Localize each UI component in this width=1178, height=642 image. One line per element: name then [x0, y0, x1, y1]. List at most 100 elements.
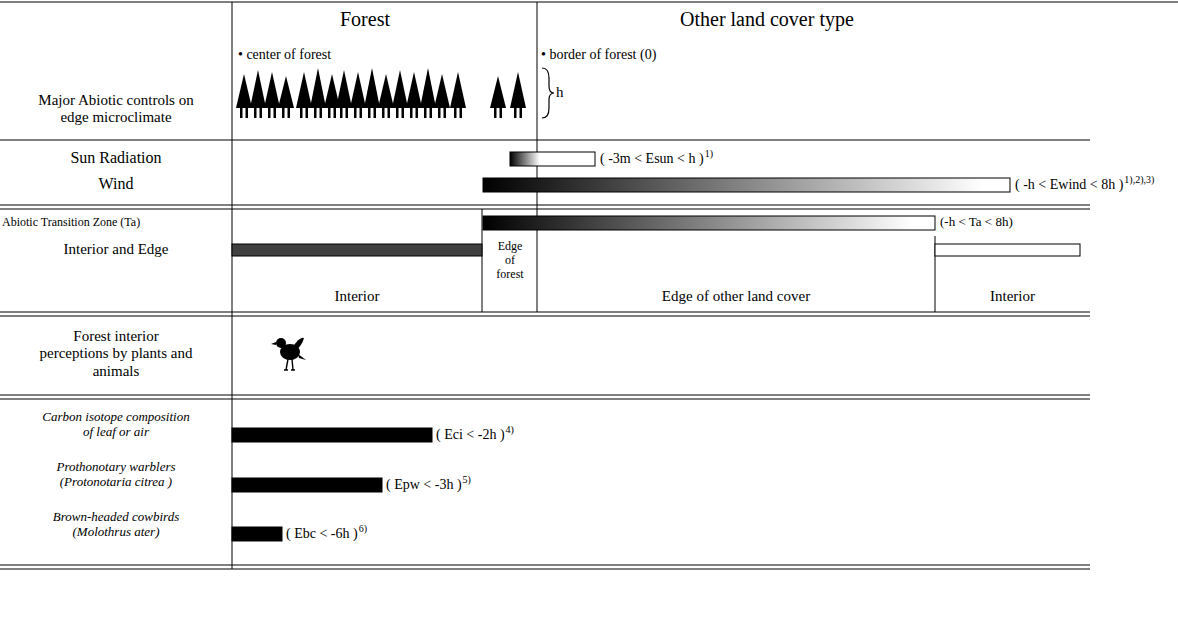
extent-bar — [232, 478, 382, 492]
tree-crown — [264, 72, 280, 108]
tree-trunk — [334, 108, 337, 118]
height-brace — [542, 68, 554, 118]
dimension-label: h — [556, 84, 564, 101]
tree-trunk — [254, 108, 257, 118]
bird-icon — [271, 338, 306, 370]
tree-trunk — [288, 108, 291, 118]
table-columns — [232, 2, 935, 569]
extent-bar — [232, 527, 282, 541]
tree-trunk — [346, 108, 349, 118]
zone-label: Edge of other land cover — [537, 288, 935, 305]
position-note: • center of forest — [238, 47, 331, 63]
tree-trunk — [430, 108, 433, 118]
table-rule — [0, 205, 1090, 206]
range-label: ( -3m < Esun < h ) — [600, 151, 704, 167]
tree-trunk — [282, 108, 285, 118]
tree-trunk — [382, 108, 385, 118]
species-label: Prothonotary warblers (Protonotaria citr… — [37, 460, 195, 490]
zone-label: Edge of forest — [493, 240, 527, 281]
row-heading: Major Abiotic controls on edge microclim… — [30, 92, 202, 127]
tree-trunk — [246, 108, 249, 118]
tree-trunk — [360, 108, 363, 118]
tree-crown — [434, 74, 450, 108]
tree-trunk — [460, 108, 463, 118]
tree-crown — [450, 72, 466, 108]
tree-trunk — [274, 108, 277, 118]
interior-bar — [935, 244, 1080, 256]
table-rule — [0, 140, 1090, 141]
range-label: (-h < Ta < 8h) — [940, 215, 1013, 230]
tree-crown — [392, 70, 408, 108]
tree-trunk — [240, 108, 243, 118]
tree-crown — [378, 74, 394, 108]
tree-trunk — [328, 108, 331, 118]
tree-trunk — [424, 108, 427, 118]
reference-number: 5) — [463, 474, 471, 486]
row-heading: Interior and Edge — [0, 241, 232, 258]
range-label: ( Eci < -2h ) — [436, 427, 505, 443]
column-heading: Forest — [340, 8, 390, 31]
tree-trunk — [520, 108, 523, 118]
table-rule — [0, 565, 1090, 566]
zone-label: Interior — [935, 288, 1090, 305]
tree-crown — [490, 76, 506, 108]
tree-trunk — [402, 108, 405, 118]
tree-trunk — [300, 108, 303, 118]
tree-crown — [420, 68, 436, 108]
tree-crown — [236, 74, 252, 108]
bird-beak — [271, 342, 276, 345]
tree-trunk — [388, 108, 391, 118]
tree-trunk — [306, 108, 309, 118]
row-heading: Sun Radiation — [0, 149, 232, 167]
extent-bar — [232, 428, 432, 442]
wind-bar — [483, 178, 1010, 192]
table-rule — [0, 2, 1178, 3]
reference-number: 4) — [506, 424, 514, 436]
range-label: ( -h < Ewind < 8h ) — [1015, 177, 1123, 193]
tree-crown — [296, 72, 312, 108]
row-heading: Forest interior perceptions by plants an… — [38, 328, 194, 380]
tree-crown — [406, 72, 422, 108]
row-heading: Wind — [0, 175, 232, 193]
tree-trunk — [340, 108, 343, 118]
table-rule — [0, 312, 1090, 313]
tree-trunk — [494, 108, 497, 118]
tree-crown — [278, 76, 294, 108]
reference-number: 1) — [705, 148, 713, 160]
species-label: Carbon isotope composition of leaf or ai… — [37, 410, 195, 440]
bird-wing — [292, 338, 304, 352]
tree-crown — [250, 70, 266, 108]
transition-bar — [483, 216, 935, 230]
tree-trunk — [454, 108, 457, 118]
sun-bar — [510, 152, 595, 166]
tree-trunk — [514, 108, 517, 118]
tree-trunk — [374, 108, 377, 118]
table-rule — [0, 395, 1090, 396]
tree-trunk — [354, 108, 357, 118]
table-rule — [0, 569, 1090, 570]
table-rule — [0, 209, 1090, 210]
tree-crown — [364, 68, 380, 108]
tree-trunk — [416, 108, 419, 118]
column-rule — [482, 209, 483, 312]
tree-row — [236, 68, 526, 118]
tree-trunk — [314, 108, 317, 118]
range-label: ( Ebc < -6h ) — [286, 526, 358, 542]
tree-trunk — [396, 108, 399, 118]
tree-trunk — [268, 108, 271, 118]
tree-crown — [510, 72, 526, 108]
row-heading: Abiotic Transition Zone (Ta) — [2, 216, 140, 230]
tree-crown — [336, 70, 352, 108]
zone-label: Interior — [232, 288, 482, 305]
bars — [232, 152, 1080, 541]
tree-trunk — [410, 108, 413, 118]
interior-bar — [232, 244, 482, 256]
reference-number: 6) — [359, 523, 367, 535]
table-rule — [0, 316, 1090, 317]
tree-crown — [310, 68, 326, 108]
table-lines — [0, 2, 1178, 569]
table-rule — [0, 399, 1090, 400]
reference-number: 1),2),3) — [1124, 174, 1154, 186]
tree-trunk — [368, 108, 371, 118]
tree-trunk — [438, 108, 441, 118]
